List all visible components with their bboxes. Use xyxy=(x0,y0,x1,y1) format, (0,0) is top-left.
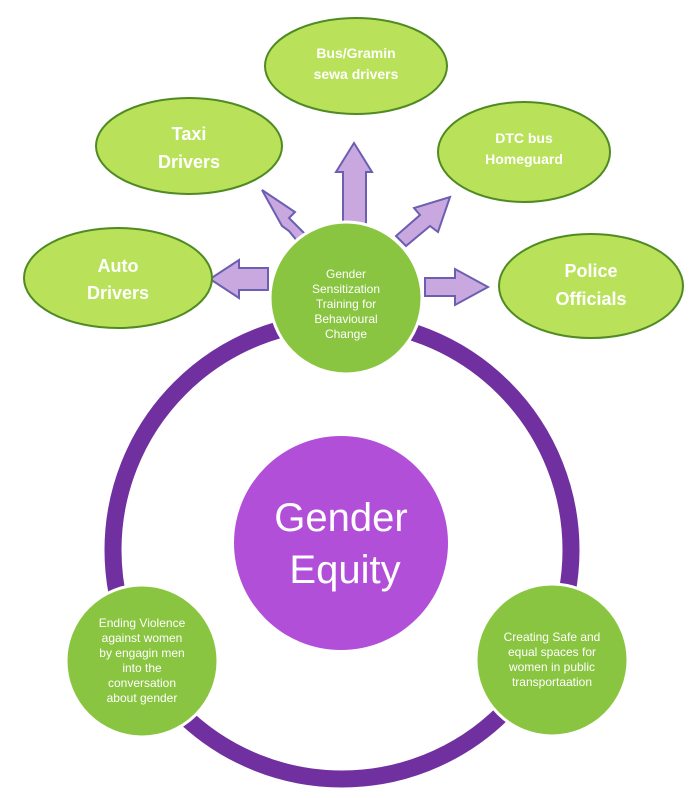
center-title-line2: Equity xyxy=(289,548,400,592)
oval-dtc-homeguard xyxy=(437,101,611,203)
police-officials-line2: Officials xyxy=(555,289,626,309)
arrow-to-auto-drivers xyxy=(208,258,269,300)
arrow-to-dtc-homeguard xyxy=(394,195,452,248)
hub-label-line3: Training for xyxy=(316,297,376,311)
arrow-to-bus-drivers xyxy=(334,141,374,226)
oval-taxi-drivers xyxy=(95,97,283,195)
safe-spaces-line2: equal spaces for xyxy=(508,645,596,659)
ending-violence-line1: Ending Violence xyxy=(99,616,186,630)
node-ending-violence xyxy=(64,583,220,739)
bus-drivers-line2: sewa drivers xyxy=(314,66,399,82)
oval-bus-drivers xyxy=(264,17,448,115)
center-circle xyxy=(234,436,448,650)
ending-violence-line4: into the xyxy=(122,661,162,675)
auto-drivers-line2: Drivers xyxy=(87,283,149,303)
hub-circle xyxy=(268,220,424,376)
arrow-to-police-officials xyxy=(424,267,491,307)
police-officials-line1: Police xyxy=(564,261,617,281)
node-safe-spaces xyxy=(474,582,630,738)
center-title-line1: Gender xyxy=(274,496,407,540)
oval-auto-drivers xyxy=(23,227,213,329)
ending-violence-line3: by engagin men xyxy=(99,646,184,660)
safe-spaces-line3: women in public xyxy=(508,660,595,674)
hub-label-line4: Behavioural xyxy=(314,312,377,326)
hub-label-line2: Sensitization xyxy=(312,282,380,296)
safe-spaces-line4: transportaation xyxy=(512,675,592,689)
hub-label-line5: Change xyxy=(325,327,367,341)
dtc-homeguard-line2: Homeguard xyxy=(485,151,563,167)
bus-drivers-line1: Bus/Gramin xyxy=(316,45,395,61)
ending-violence-line5: conversation xyxy=(108,676,176,690)
ending-violence-line2: against women xyxy=(102,631,183,645)
safe-spaces-line1: Creating Safe and xyxy=(504,630,601,644)
dtc-homeguard-line1: DTC bus xyxy=(495,130,553,146)
hub-label-line1: Gender xyxy=(326,267,366,281)
oval-police-officials xyxy=(498,233,684,339)
taxi-drivers-line1: Taxi xyxy=(172,124,207,144)
taxi-drivers-line2: Drivers xyxy=(158,152,220,172)
ending-violence-line6: about gender xyxy=(107,691,178,705)
auto-drivers-line1: Auto xyxy=(98,256,139,276)
